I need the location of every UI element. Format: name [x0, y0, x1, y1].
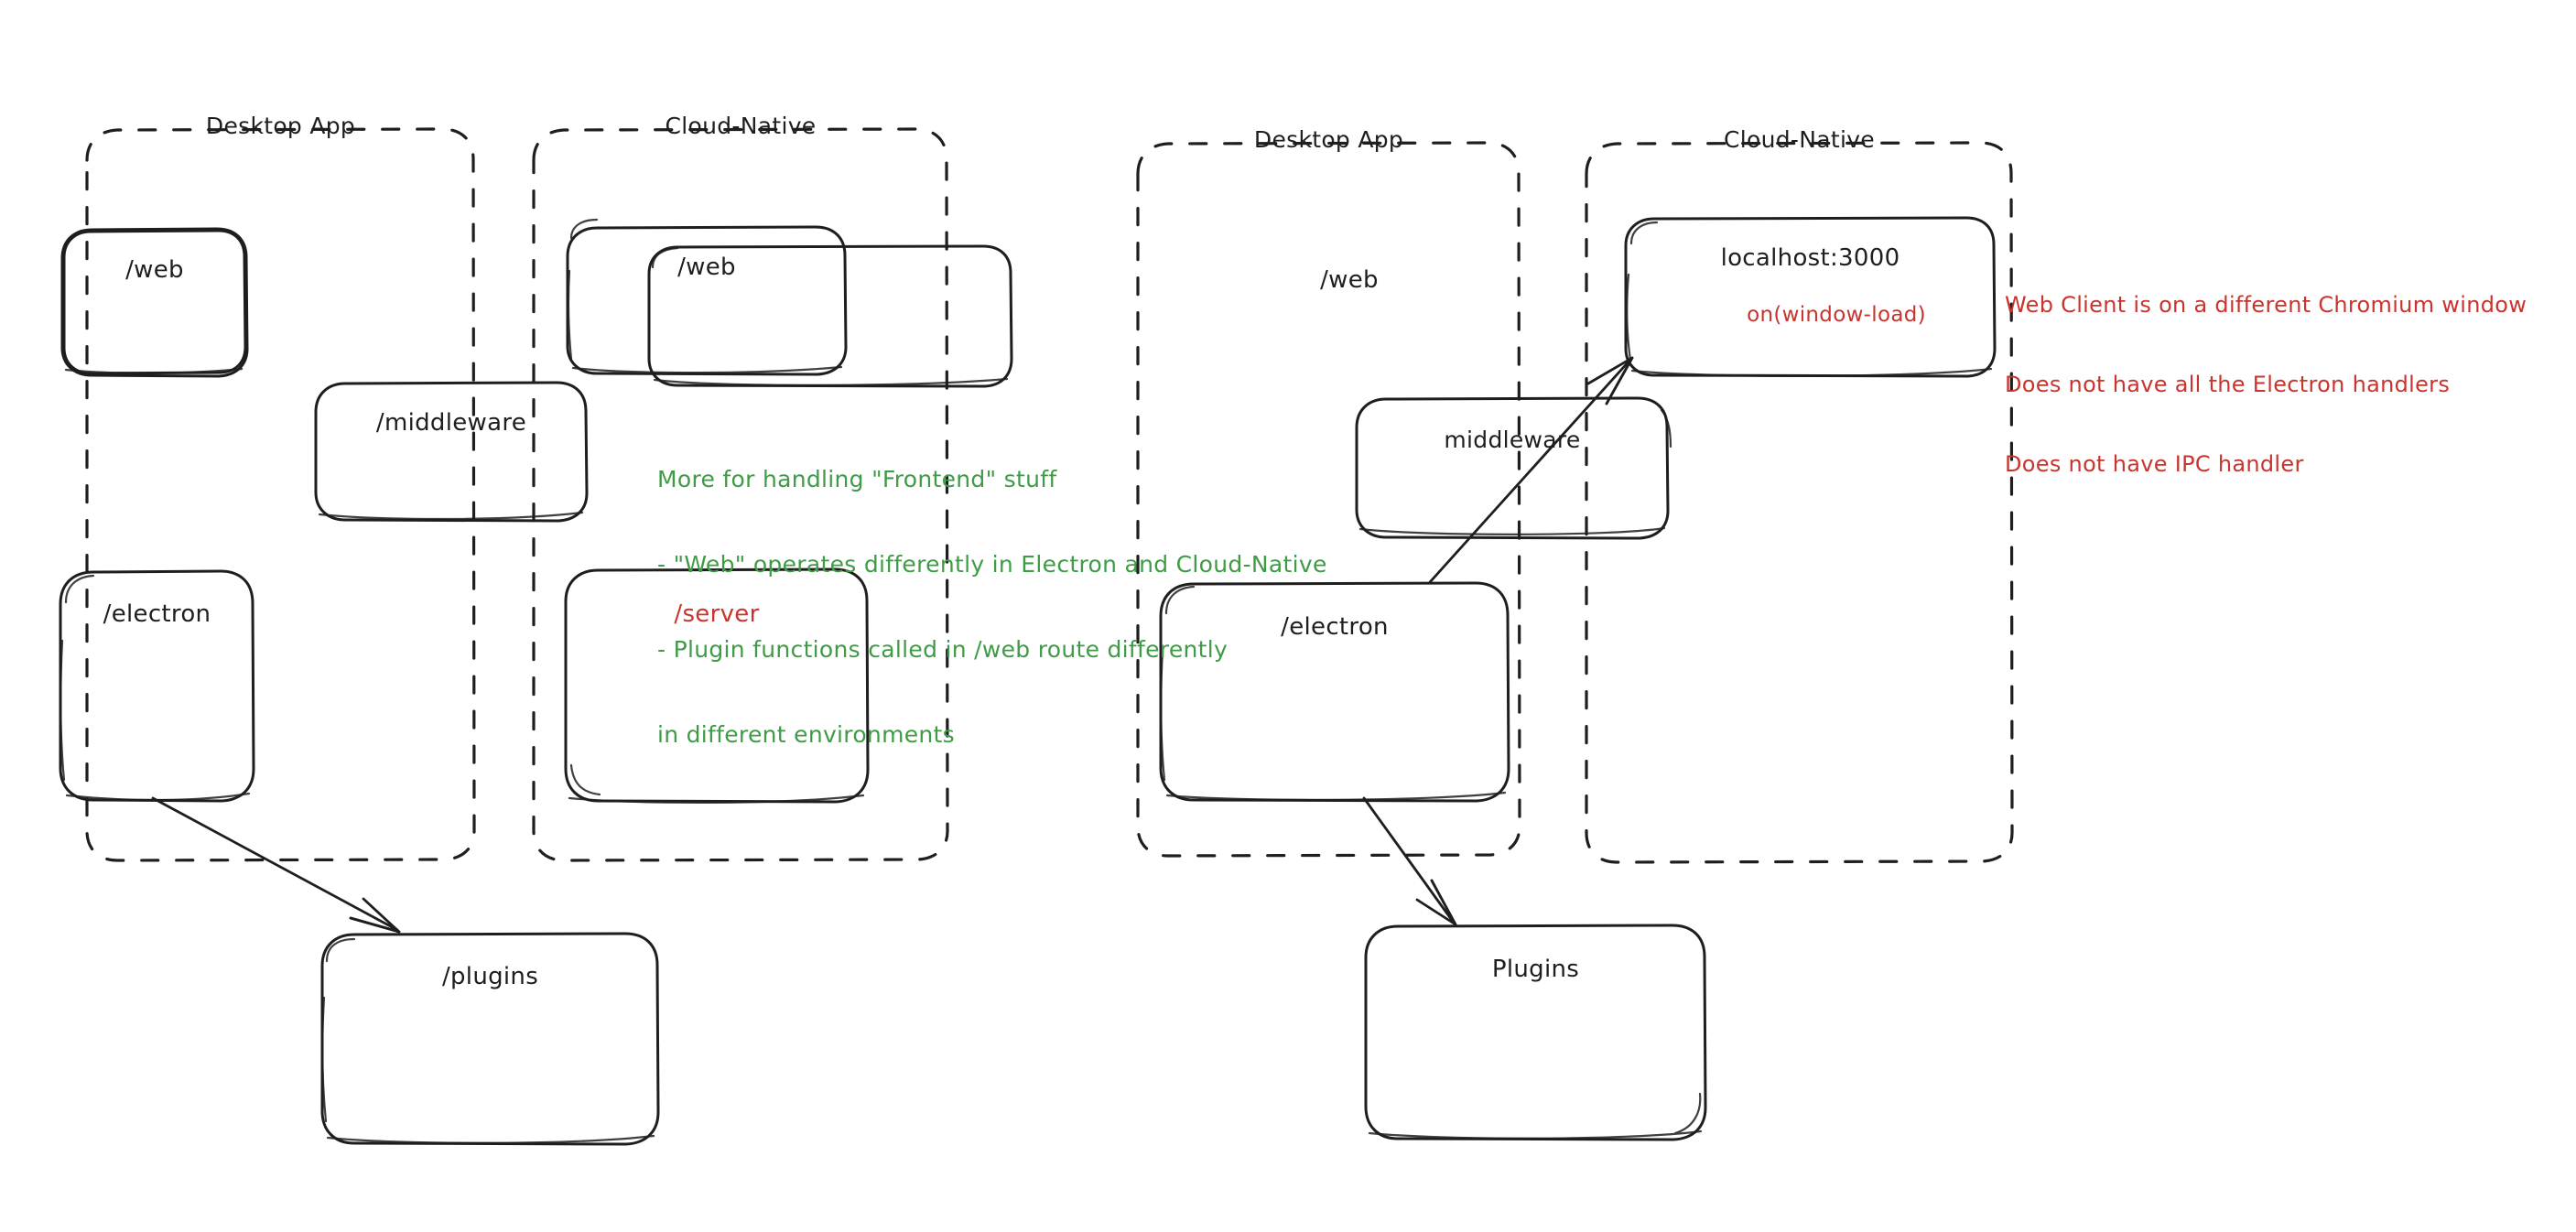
group-label-left-cloud-native: Cloud-Native — [665, 113, 817, 139]
group-label-left-desktop-app: Desktop App — [205, 113, 356, 139]
box-outline-left-plugins — [320, 932, 660, 1146]
box-label-left-server: /server — [674, 600, 760, 628]
box-outline-left-electron — [59, 569, 255, 803]
box-label-left-cloud-web: /web — [677, 254, 736, 281]
box-outline-right-electron — [1159, 581, 1510, 803]
arrow-left-electron-to-plugins — [151, 796, 401, 934]
box-outline-right-localhost — [1624, 216, 1997, 378]
box-label-right-plugins: Plugins — [1491, 956, 1580, 983]
box-label-right-desktop-web: /web — [1320, 266, 1379, 294]
note-red-line-3: Does not have IPC handler — [2005, 451, 2304, 477]
box-label-left-desktop-web: /web — [125, 256, 184, 284]
note-green-line-3: - Plugin functions called in /web route … — [657, 636, 1228, 663]
box-outline-left-cloud-web — [566, 218, 848, 376]
note-red-line-1: Web Client is on a different Chromium wi… — [2005, 292, 2527, 318]
box-outline-right-middleware — [1355, 396, 1672, 540]
group-outline-left-cloud-native — [532, 127, 949, 862]
box-label-right-middleware: middleware — [1444, 427, 1581, 453]
box-label-left-electron: /electron — [103, 600, 211, 628]
box-label-right-electron: /electron — [1281, 613, 1389, 641]
group-outline-right-desktop-app — [1136, 141, 1521, 858]
note-red-line-2: Does not have all the Electron handlers — [2005, 372, 2451, 397]
box-outline-left-server — [564, 567, 870, 805]
group-label-right-desktop-app: Desktop App — [1253, 126, 1404, 153]
box-label-left-plugins: /plugins — [441, 963, 539, 990]
note-green-line-2: - "Web" operates differently in Electron… — [657, 551, 1327, 578]
group-label-right-cloud-native: Cloud-Native — [1724, 126, 1875, 153]
arrow-right-electron-to-plugins — [1362, 796, 1457, 926]
box-outline-right-desktop-web — [647, 244, 1013, 388]
note-green-left: More for handling "Frontend" stuff - "We… — [657, 408, 1380, 777]
group-outline-left-desktop-app — [85, 127, 476, 862]
note-green-line-4: in different environments — [657, 721, 955, 748]
box-outline-left-middleware — [314, 381, 589, 523]
box-label-left-middleware: /middleware — [375, 409, 527, 437]
box-outline-left-desktop-web — [62, 229, 247, 375]
arrow-right-electron-to-localhost — [1428, 356, 1634, 584]
group-outline-right-cloud-native — [1585, 141, 2014, 864]
box-label-right-localhost: localhost:3000 — [1720, 244, 1900, 272]
note-green-line-1: More for handling "Frontend" stuff — [657, 466, 1057, 492]
box-outline-left-desktop-web-2 — [60, 227, 249, 378]
box-outline-right-plugins — [1364, 924, 1707, 1141]
note-red-right: Web Client is on a different Chromium wi… — [2005, 239, 2563, 504]
box-sublabel-right-localhost-on-window-load: on(window-load) — [1747, 303, 1926, 327]
